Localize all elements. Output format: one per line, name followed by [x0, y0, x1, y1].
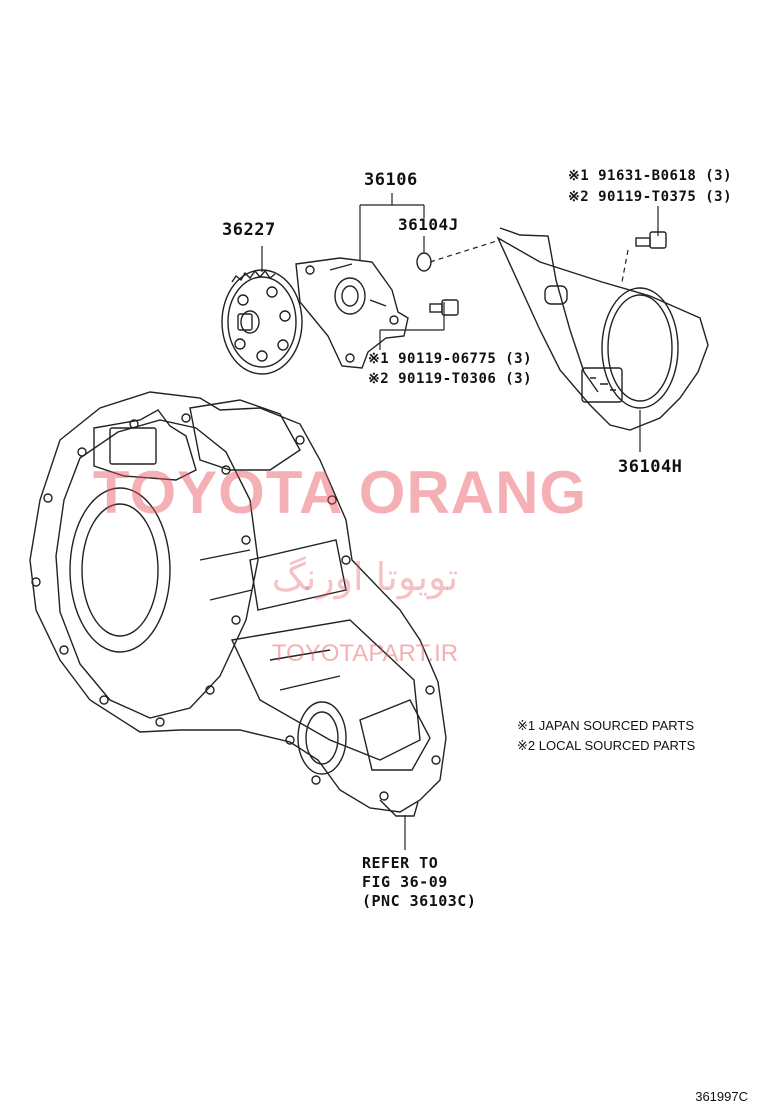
part-number-36227: 36227	[222, 220, 276, 240]
o-ring	[416, 252, 432, 272]
sensor-rotor-gear	[221, 269, 303, 375]
watermark-url: TOYOTAPART.IR	[271, 640, 459, 667]
bolt-part-number-3: ※1 90119-06775 (3)	[368, 351, 533, 367]
bolt-part-number-1: ※1 91631-B0618 (3)	[568, 168, 733, 184]
refer-line-2: FIG 36-09	[362, 873, 448, 891]
refer-line-1: REFER TO	[362, 854, 439, 872]
bolt	[429, 299, 459, 316]
legend-note-2: ※2 LOCAL SOURCED PARTS	[517, 738, 696, 753]
speed-sensor-cover	[496, 227, 709, 431]
watermark-brand: TOYOTA ORANG	[92, 459, 588, 526]
transfer-case-housing	[29, 391, 447, 817]
leader-lines	[261, 193, 659, 850]
part-number-36104j: 36104J	[398, 215, 459, 234]
bolt-part-number-2: ※2 90119-T0375 (3)	[568, 189, 733, 205]
part-number-36106: 36106	[364, 170, 418, 190]
bolt	[635, 231, 667, 249]
watermark-persian: تویوتا اورنگ	[271, 555, 459, 599]
part-number-36104h: 36104H	[618, 457, 683, 477]
bolt-part-number-4: ※2 90119-T0306 (3)	[368, 371, 533, 387]
figure-code: 361997C	[695, 1089, 748, 1104]
legend-note-1: ※1 JAPAN SOURCED PARTS	[517, 718, 695, 733]
refer-line-3: (PNC 36103C)	[362, 892, 477, 910]
retainer-plate	[295, 257, 409, 369]
